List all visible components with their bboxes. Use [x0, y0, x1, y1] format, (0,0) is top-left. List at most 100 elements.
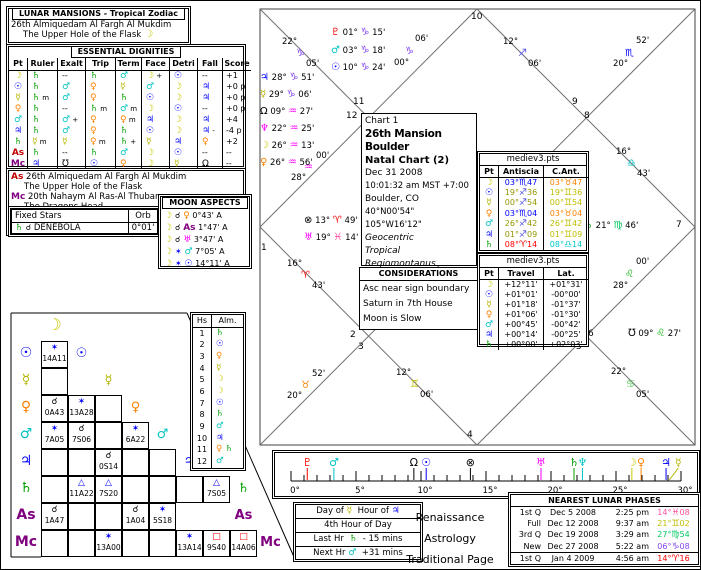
conj-aspect-icon: ☌: [51, 505, 58, 515]
almuten-planets: ♂: [212, 421, 243, 433]
neptune-icon: ♆: [578, 456, 588, 469]
house-number-7: 7: [676, 220, 682, 230]
dignity-row-sun: ☉♄♂♀☿♂☽♃+0 p: [9, 81, 251, 92]
mars-row-label: ♂: [19, 426, 33, 442]
moon-icon: ☽: [164, 223, 173, 233]
aries-icon: ♈: [332, 215, 342, 226]
moon-icon: ☽: [146, 103, 155, 114]
moon-icon: ☽: [174, 114, 183, 125]
considerations-title: CONSIDERATIONS: [360, 268, 477, 281]
capricorn-icon: ♑: [289, 72, 299, 83]
cusp-minutes: 06': [415, 34, 429, 44]
mc-diagonal-icon: Mc: [260, 535, 281, 550]
house-number: 8: [193, 409, 212, 421]
sun-icon: ☉: [184, 259, 193, 269]
pisces-icon: ♓: [671, 508, 680, 518]
ruler-tick-label: 15°: [482, 486, 497, 496]
aries-icon: ♈: [301, 270, 310, 281]
ruler-tick-label: 10°: [417, 486, 432, 496]
col-Pt: Pt: [480, 166, 499, 178]
moon-icon: ☽: [174, 125, 183, 136]
empty-aspect-cell: [149, 530, 176, 557]
mars-icon: ♂: [120, 70, 129, 81]
sun-icon: ☉: [484, 187, 494, 198]
leo-icon: ♌: [656, 328, 666, 339]
aspect-cell: ☌1A04: [122, 503, 149, 530]
empty-aspect-cell: [41, 368, 68, 395]
col-Lat.: Lat.: [543, 268, 588, 280]
house-almuten-row: 2☉: [193, 339, 243, 351]
house-number: 9: [193, 421, 212, 433]
cancer-icon: ♋: [626, 379, 635, 390]
moon-icon: ☽: [260, 140, 269, 151]
almuten-planets: ☿: [212, 363, 243, 375]
mc-icon: Mc: [11, 192, 26, 202]
saturn-icon: ♄: [120, 125, 129, 136]
dignity-row-mercury: ☿♄ m♂♀♄☉☽♃+0 p: [9, 92, 251, 103]
empty-aspect-cell: [68, 449, 95, 476]
phase-position: 14°♈16: [657, 553, 690, 564]
libra-icon: ♎: [563, 240, 573, 251]
hs-header: Hs: [193, 315, 212, 328]
aspect-cell: □14A06: [230, 530, 257, 557]
almuten-planets: ♄: [212, 409, 243, 421]
sextile-aspect-icon: ✶: [131, 424, 140, 434]
phase-date: Jan 4 2009: [551, 553, 595, 563]
saturn-icon: ♄: [349, 534, 358, 544]
dignity-row-saturn: ♄☿ m☿♀ m♄ +☿♃♀+2: [9, 136, 251, 147]
phase-date: Dec 19 2008: [547, 530, 599, 540]
saturn-icon: ♄: [13, 136, 23, 147]
saturn-icon: ♄: [32, 147, 41, 158]
uranus-icon: ♅: [304, 232, 313, 243]
jupiter-icon: ♃: [484, 229, 494, 240]
conj-aspect-icon: ☌: [51, 397, 58, 407]
mars-icon: ♂: [216, 456, 224, 467]
jupiter-icon: ♃: [216, 432, 224, 443]
cusp-minutes: 00': [316, 151, 330, 161]
dignity-col-Detri: Detri: [169, 58, 198, 71]
wheel-planet-jupiter: ♃ 28° ♑ 51': [260, 72, 315, 84]
lunar-mansion-name: 26th Almiquedam Al Fargh Al Mukdim: [11, 20, 172, 30]
degree-ruler-panel: 0°5°10°15°20°25°30°♇♂Ω☉⊗♅♄♆☽♀♃☿: [274, 452, 698, 497]
almuten-planets: ☽: [212, 374, 243, 386]
mercury-icon: ☿: [216, 362, 222, 373]
house-number-8: 8: [584, 111, 590, 121]
scorpio-icon: ♏: [518, 208, 528, 219]
moon-icon: ☽: [144, 29, 154, 40]
chart-setting: Geocentric: [365, 233, 414, 243]
house-almuten-row: 8♄: [193, 409, 243, 421]
pisces-icon: ♓: [333, 232, 343, 243]
jupiter-icon: ♃: [146, 114, 155, 125]
chart-place: Boulder, CO: [365, 194, 419, 204]
house-number: 2: [193, 339, 212, 351]
dignity-col-Face: Face: [141, 58, 170, 71]
jupiter-icon: ♃: [484, 329, 494, 340]
venus-diagonal-icon: ♀: [130, 400, 141, 415]
jupiter-icon: ♃: [202, 81, 211, 92]
saturn-icon: ♄: [32, 125, 41, 136]
venus-icon: ♀: [90, 114, 97, 125]
aspect-cell-value: 7S20: [98, 489, 119, 498]
empty-aspect-cell: [176, 476, 203, 503]
fixed-stars-header: Fixed Stars: [11, 209, 129, 223]
mars-icon: ♂: [146, 81, 155, 92]
moon-aspect-row: ☽ ☌ ♅ 3°47' A: [164, 234, 246, 246]
sun-icon: ☉: [13, 81, 23, 92]
mars-diagonal-icon: ♂: [156, 427, 169, 442]
house-almuten-row: 6☽: [193, 385, 243, 398]
house-number-2: 2: [350, 330, 356, 340]
wheel-planet-pluto: ♇ 01° ♑ 15': [331, 27, 386, 39]
pluto-icon: ♇: [331, 27, 340, 38]
mars-icon: ♂: [216, 421, 224, 431]
aspect-orb-value: 14°11' A: [192, 259, 230, 268]
aquarius-icon: ♒: [289, 123, 299, 134]
capricorn-icon: ♑: [286, 89, 296, 100]
capricorn-icon: ♑: [360, 45, 370, 56]
house-almuten-row: 12♂: [193, 456, 243, 468]
aspect-orb-value: 3°47' A: [191, 235, 224, 244]
